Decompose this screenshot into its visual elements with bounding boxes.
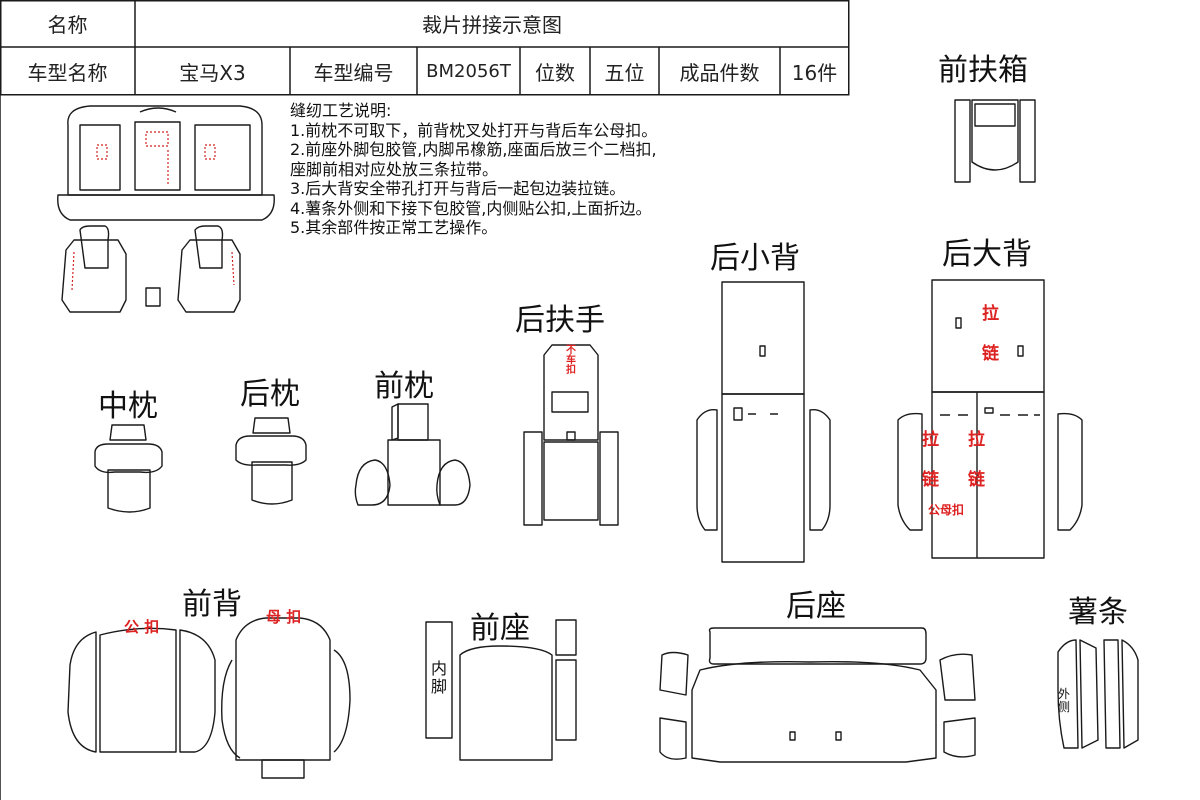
- seats-value: 五位: [604, 60, 645, 85]
- pieces-value: 16件: [791, 60, 838, 85]
- rear-pillow-pieces: [235, 417, 307, 505]
- mark-male-button: 公 扣: [124, 618, 160, 636]
- rear-armrest-pieces: [523, 344, 619, 526]
- mark-zip-upper-2: 链: [982, 344, 999, 364]
- mark-inner-foot: 内 脚: [431, 659, 448, 696]
- label-front-pillow: 前枕: [374, 369, 434, 404]
- mark-zip-mid-2: 链: [968, 470, 985, 490]
- label-front-seat: 前座: [470, 611, 530, 646]
- notes-title: 缝纫工艺说明:: [290, 101, 392, 120]
- seat-preview-stitch-marks: [71, 131, 235, 291]
- label-rear-small-back: 后小背: [710, 241, 800, 276]
- note-line: 座脚前相对应处放三条拉带。: [290, 159, 499, 179]
- seats-label: 位数: [535, 60, 575, 85]
- label-front-back: 前背: [182, 587, 242, 622]
- mark-zip-upper-1: 拉: [982, 304, 999, 324]
- rear-big-back-pieces: [897, 279, 1083, 559]
- middle-pillow-pieces: [94, 424, 163, 513]
- diagram-title: 裁片拼接示意图: [422, 13, 562, 37]
- note-line: 5.其余部件按正常工艺操作。: [290, 218, 498, 237]
- model-name-value: 宝马X3: [179, 60, 246, 85]
- mark-outer-side: 外 侧: [1058, 687, 1071, 715]
- side-strip-pieces: [1057, 639, 1139, 749]
- label-rear-armrest: 后扶手: [515, 303, 605, 338]
- label-rear-pillow: 后枕: [240, 377, 300, 412]
- note-line: 2.前座外脚包胶管,内脚吊橡筋,座面后放三个二档扣,: [290, 140, 657, 159]
- mark-zip-left-1: 拉: [922, 430, 939, 450]
- label-front-armrest-box: 前扶箱: [938, 53, 1028, 88]
- rear-small-back-pieces: [696, 281, 831, 563]
- mark-male-female-button: 公母扣: [928, 503, 965, 517]
- model-name-label: 车型名称: [27, 60, 108, 85]
- front-armrest-box-pieces: [954, 99, 1036, 183]
- mark-zip-mid-1: 拉: [968, 430, 985, 450]
- front-back-pieces: [67, 617, 351, 779]
- seat-assembly-preview: [57, 105, 275, 313]
- mark-armrest-note: 不 车 扣: [566, 345, 576, 376]
- front-seat-pieces: [425, 619, 577, 761]
- note-line: 1.前枕不可取下，前背枕叉处打开与背后车公母扣。: [290, 120, 658, 140]
- sewing-notes: 缝纫工艺说明: 1.前枕不可取下，前背枕叉处打开与背后车公母扣。 2.前座外脚包…: [290, 101, 657, 238]
- model-code-value: BM2056T: [426, 60, 511, 82]
- pieces-label: 成品件数: [679, 60, 760, 85]
- label-middle-pillow: 中枕: [98, 389, 158, 424]
- label-rear-big-back: 后大背: [942, 237, 1032, 272]
- mark-female-button: 母 扣: [266, 608, 302, 626]
- rear-seat-pieces: [659, 627, 976, 763]
- label-side-strip: 薯条: [1068, 595, 1128, 630]
- name-label-cell: 名称: [47, 13, 88, 37]
- model-code-label: 车型编号: [313, 60, 394, 85]
- note-line: 3.后大背安全带孔打开与背后一起包边装拉链。: [290, 179, 626, 198]
- label-rear-seat: 后座: [786, 589, 846, 624]
- note-line: 4.薯条外侧和下接下包胶管,内侧贴公扣,上面折边。: [290, 198, 652, 218]
- mark-zip-left-2: 链: [922, 470, 939, 490]
- front-pillow-pieces: [354, 403, 471, 506]
